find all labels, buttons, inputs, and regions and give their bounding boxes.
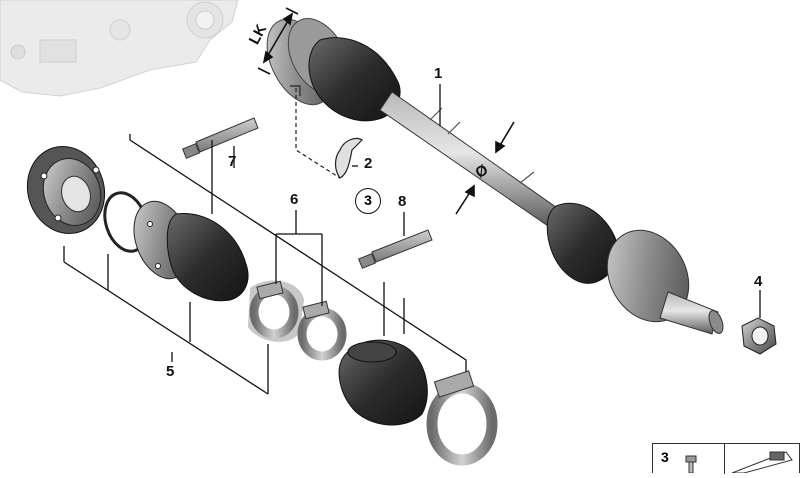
diameter-arrows xyxy=(455,121,515,215)
legend-cell-wedge xyxy=(725,444,800,474)
joint-cover xyxy=(26,146,106,234)
legend-index: 3 xyxy=(661,449,669,465)
callout-2: 2 xyxy=(364,155,373,172)
legend-cell-bolt: 3 xyxy=(653,444,725,474)
callout-8: 8 xyxy=(398,193,407,210)
legend-box: 3 xyxy=(652,443,800,474)
outer-boot xyxy=(338,339,428,426)
grease-tube-7 xyxy=(181,117,259,159)
retaining-clip xyxy=(290,85,363,179)
collar-nut xyxy=(741,317,777,355)
callout-3-circled: 3 xyxy=(355,188,381,214)
lk-dimension xyxy=(257,7,299,75)
transmission-housing xyxy=(0,0,239,97)
grease-tube-8 xyxy=(357,229,433,269)
callout-1: 1 xyxy=(434,65,443,82)
callout-7: 7 xyxy=(228,153,237,170)
leader-lines xyxy=(63,84,761,395)
drive-shaft xyxy=(266,18,724,335)
callout-5: 5 xyxy=(166,363,175,380)
inner-boot-kit xyxy=(133,200,249,302)
callout-6: 6 xyxy=(290,191,299,208)
callout-4: 4 xyxy=(754,273,763,290)
